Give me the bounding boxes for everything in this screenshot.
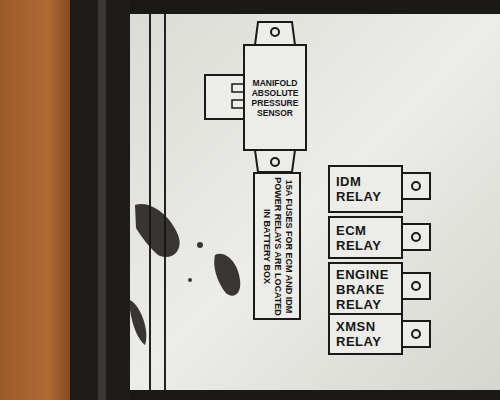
mount-hole (271, 158, 279, 166)
fuse-note: 15A FUSES FOR ECM AND IDM POWER RELAYS A… (253, 172, 301, 320)
sensor-label: MANIFOLD ABSOLUTE PRESSURE SENSOR (245, 46, 305, 149)
border-line (149, 14, 151, 390)
sensor-connector (205, 75, 245, 119)
box-label: IDM RELAY (336, 174, 395, 204)
relay-box: ECM RELAY (328, 216, 403, 259)
border-line (164, 14, 166, 390)
mount-hole (271, 28, 279, 36)
label-plate (130, 14, 500, 390)
sensor-tab (255, 22, 295, 45)
relay-box: IDM RELAY (328, 165, 403, 213)
housing-highlight (98, 0, 106, 400)
housing-edge (70, 0, 140, 400)
sensor-tab (255, 150, 295, 172)
sensor-body (244, 45, 306, 150)
relay-box: ENGINE BRAKE RELAY (328, 262, 403, 317)
relay-tabs (402, 173, 430, 347)
box-label: MANIFOLD ABSOLUTE PRESSURE SENSOR (247, 78, 303, 118)
note-text: 15A FUSES FOR ECM AND IDM POWER RELAYS A… (261, 176, 294, 316)
bottom-edge (130, 390, 500, 400)
wood-surface (0, 0, 80, 400)
box-label: ECM RELAY (336, 223, 395, 253)
grease-smudge (130, 204, 240, 345)
relay-box: XMSN RELAY (328, 313, 403, 355)
box-label: ENGINE BRAKE RELAY (336, 267, 395, 312)
top-edge (130, 0, 500, 14)
box-label: XMSN RELAY (336, 319, 395, 349)
